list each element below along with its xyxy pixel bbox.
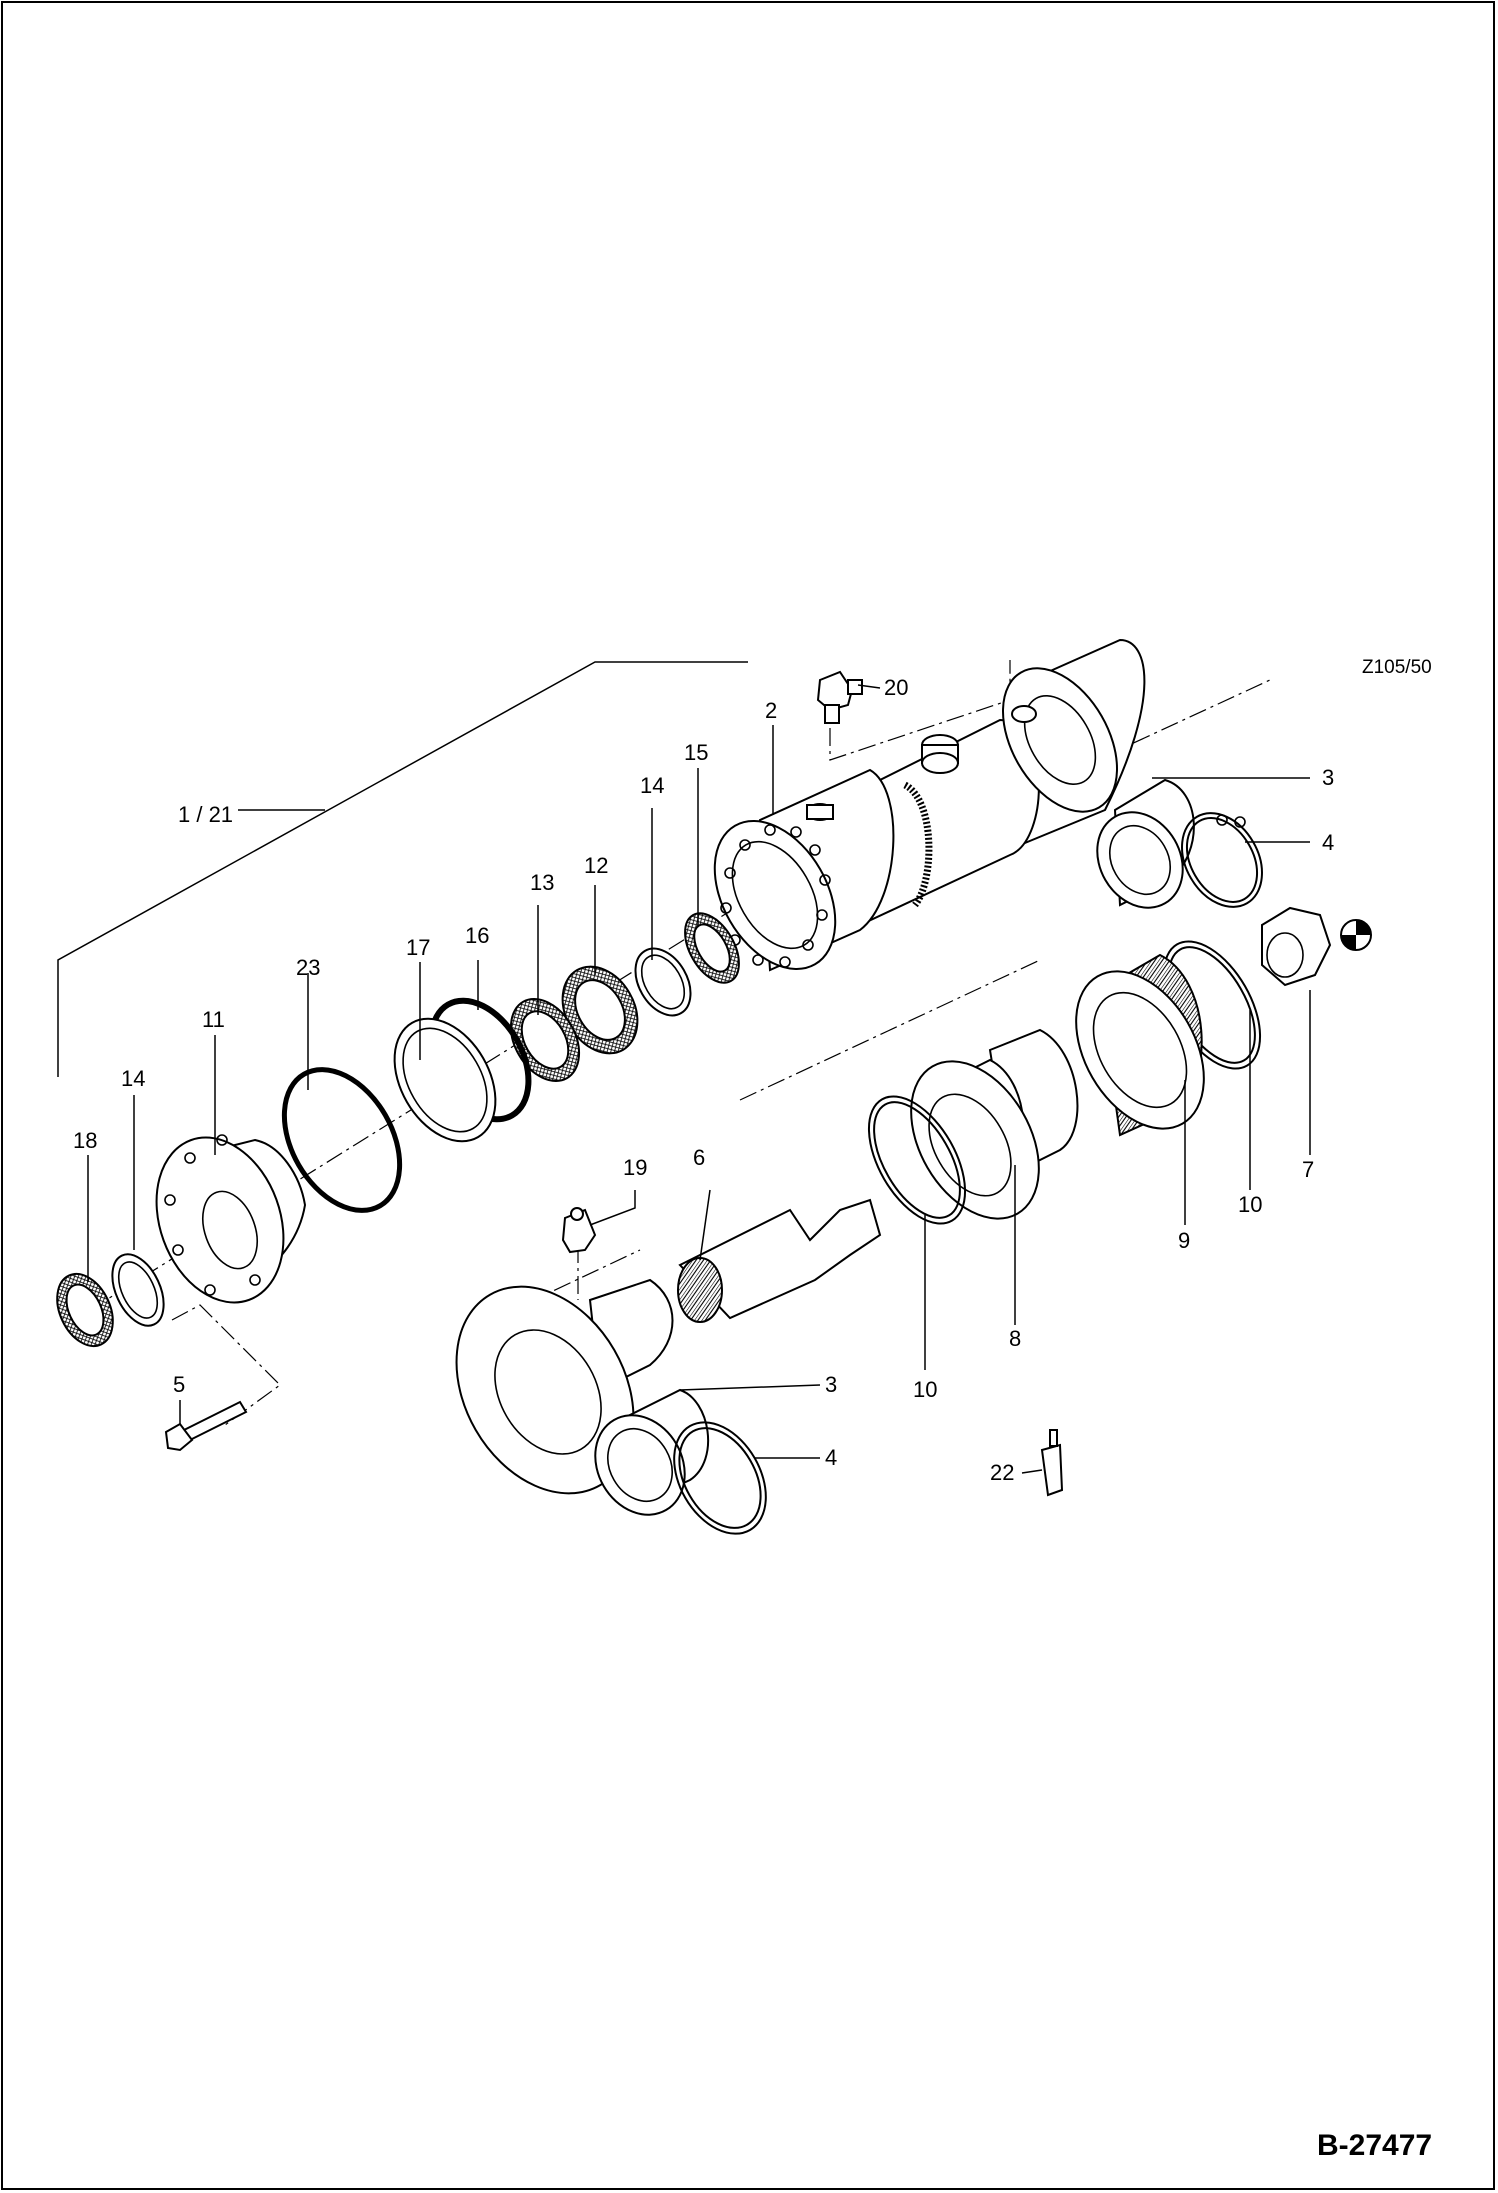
hex-nut xyxy=(1261,906,1372,987)
hex-bolt xyxy=(164,1400,248,1452)
callout-23: 23 xyxy=(296,955,320,980)
callout-15: 15 xyxy=(684,740,708,765)
leader-lines xyxy=(87,684,1311,1474)
callout-4-lower: 4 xyxy=(825,1445,837,1470)
bushing-lower xyxy=(594,1388,710,1516)
piston-rod xyxy=(677,1198,882,1323)
adhesive-tube xyxy=(1040,1429,1064,1497)
head-seals xyxy=(56,1253,165,1348)
callout-labels: 1 / 21 2 3 3 4 4 5 6 7 8 9 10 10 11 12 1… xyxy=(73,675,1334,1485)
callout-3-upper: 3 xyxy=(1322,765,1334,790)
callout-18: 18 xyxy=(73,1128,97,1153)
callout-22: 22 xyxy=(990,1460,1014,1485)
callout-7: 7 xyxy=(1302,1157,1314,1182)
callout-13: 13 xyxy=(530,870,554,895)
bushing-upper xyxy=(1096,778,1195,909)
o-ring xyxy=(281,1067,403,1213)
callout-4-upper: 4 xyxy=(1322,830,1334,855)
callout-2: 2 xyxy=(765,698,777,723)
elbow-fitting xyxy=(816,670,863,724)
rod-eye xyxy=(455,1278,674,1495)
callout-10-left: 10 xyxy=(913,1377,937,1402)
callout-1-21: 1 / 21 xyxy=(178,802,233,827)
flange-bolt-holes xyxy=(720,824,831,968)
callout-8: 8 xyxy=(1009,1326,1021,1351)
assembly-bracket-line xyxy=(57,661,748,1077)
cylinder-head xyxy=(155,1134,307,1304)
callout-17: 17 xyxy=(406,935,430,960)
circlip-lower xyxy=(673,1421,767,1535)
callout-5: 5 xyxy=(173,1372,185,1397)
piston xyxy=(910,1028,1079,1220)
seal-set xyxy=(509,912,740,1082)
callout-3-lower: 3 xyxy=(825,1372,837,1397)
callout-10-right: 10 xyxy=(1238,1192,1262,1217)
callout-12: 12 xyxy=(584,853,608,878)
drawing-reference: Z105/50 xyxy=(1362,657,1432,678)
knurled-guide xyxy=(1075,953,1205,1137)
grease-nipple xyxy=(561,1207,597,1254)
callout-19: 19 xyxy=(623,1155,647,1180)
document-number: B-27477 xyxy=(1317,2129,1432,2162)
callout-9: 9 xyxy=(1178,1228,1190,1253)
callout-6: 6 xyxy=(693,1145,705,1170)
callout-11: 11 xyxy=(202,1007,225,1032)
cylinder-tube xyxy=(713,638,1146,972)
snap-ring-left xyxy=(867,1095,967,1225)
callout-14-lower: 14 xyxy=(121,1066,145,1091)
callout-14-upper: 14 xyxy=(640,773,664,798)
callout-20: 20 xyxy=(884,675,908,700)
callout-16: 16 xyxy=(465,923,489,948)
